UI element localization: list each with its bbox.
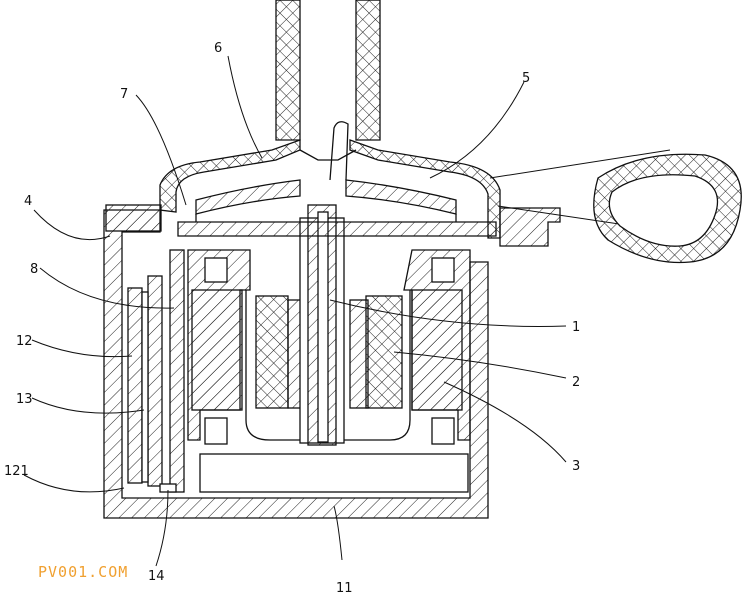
label-5: 5 — [522, 71, 530, 86]
leader-lines — [23, 55, 567, 567]
label-8: 8 — [30, 262, 38, 277]
label-13: 13 — [16, 392, 33, 407]
label-14: 14 — [148, 569, 165, 584]
left-inner-walls — [127, 249, 185, 493]
rotor-assembly — [245, 204, 411, 446]
label-12: 12 — [16, 334, 33, 349]
watermark-text: PV001.COM — [38, 563, 128, 581]
handle — [489, 149, 742, 264]
label-7: 7 — [120, 87, 128, 102]
part-labels: 6 7 5 4 8 12 13 121 14 11 1 2 3 — [4, 41, 580, 596]
outer-housing — [103, 204, 489, 519]
label-4: 4 — [24, 194, 32, 209]
label-121: 121 — [4, 464, 29, 479]
label-3: 3 — [572, 459, 580, 474]
label-6: 6 — [214, 41, 222, 56]
stator — [187, 249, 471, 445]
bottom-cavity — [199, 453, 469, 493]
label-2: 2 — [572, 375, 580, 390]
label-1: 1 — [572, 320, 580, 335]
retaining-clip — [329, 121, 349, 181]
label-11: 11 — [336, 581, 353, 596]
impeller — [177, 179, 497, 237]
